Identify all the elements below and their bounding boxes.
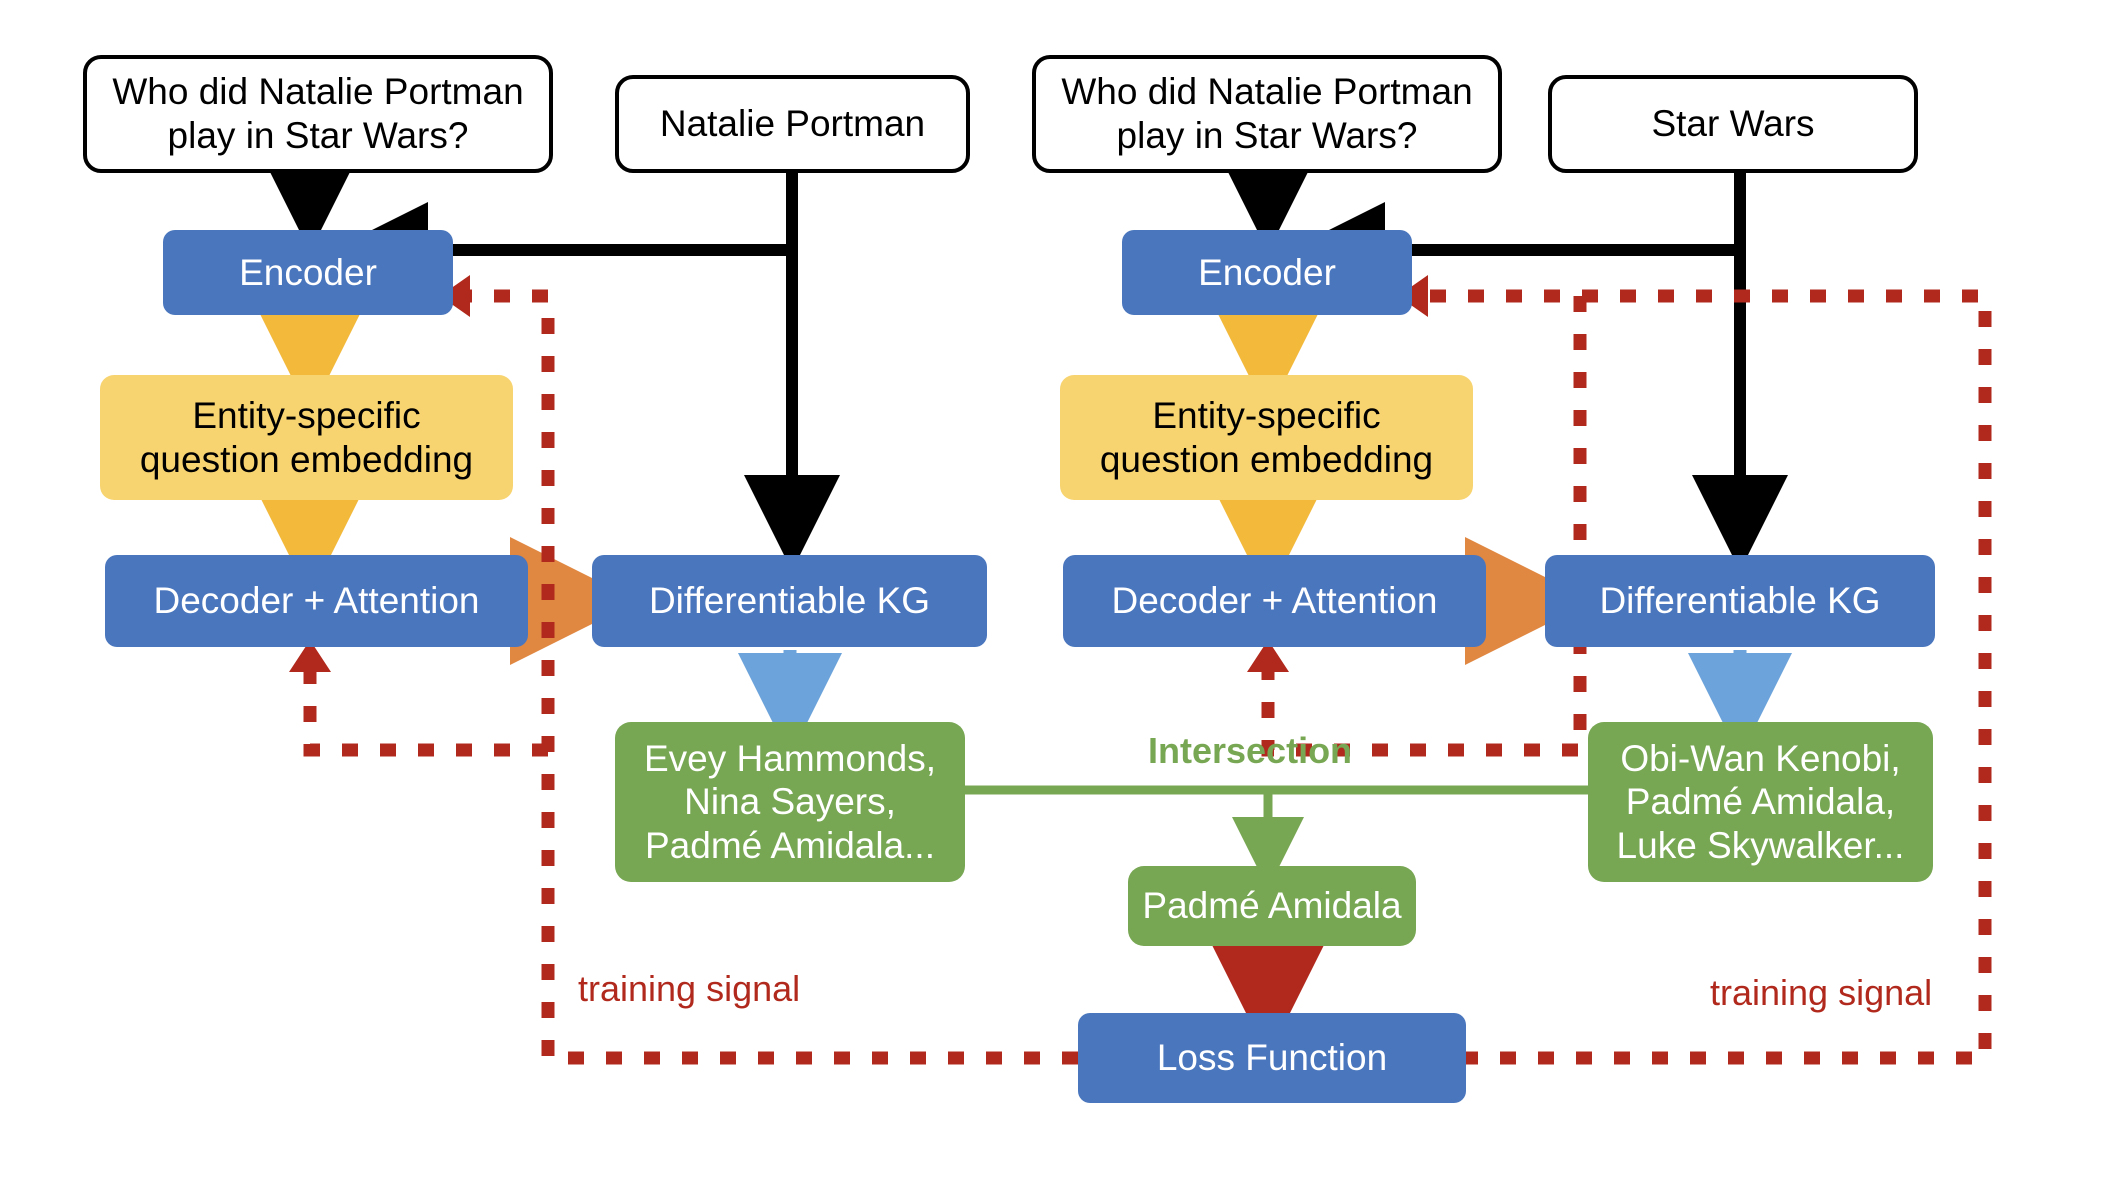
right-embedding-box[interactable]: Entity-specific question embedding [1060, 375, 1473, 500]
right-answers-text: Obi-Wan Kenobi, Padmé Amidala, Luke Skyw… [1616, 737, 1905, 866]
left-encoder-label: Encoder [239, 251, 377, 293]
left-decoder-box[interactable]: Decoder + Attention [105, 555, 528, 647]
left-question-box[interactable]: Who did Natalie Portman play in Star War… [83, 55, 553, 173]
left-entity-box[interactable]: Natalie Portman [615, 75, 970, 173]
right-entity-box[interactable]: Star Wars [1548, 75, 1918, 173]
left-training-signal-text: training signal [578, 968, 801, 1009]
intersection-result-box[interactable]: Padmé Amidala [1128, 866, 1416, 946]
right-encoder-box[interactable]: Encoder [1122, 230, 1412, 315]
left-kg-label: Differentiable KG [648, 580, 931, 622]
right-embedding-label: Entity-specific question embedding [1099, 394, 1434, 480]
loss-function-box[interactable]: Loss Function [1078, 1013, 1466, 1103]
right-training-signal-text: training signal [1710, 972, 1933, 1013]
right-question-box[interactable]: Who did Natalie Portman play in Star War… [1032, 55, 1502, 173]
left-answers-box[interactable]: Evey Hammonds, Nina Sayers, Padmé Amidal… [615, 722, 965, 882]
right-answers-box[interactable]: Obi-Wan Kenobi, Padmé Amidala, Luke Skyw… [1588, 722, 1933, 882]
intersection-label: Intersection [1148, 730, 1352, 772]
left-decoder-label: Decoder + Attention [153, 580, 480, 622]
left-kg-box[interactable]: Differentiable KG [592, 555, 987, 647]
left-question-text: Who did Natalie Portman play in Star War… [112, 71, 524, 156]
right-kg-label: Differentiable KG [1599, 580, 1881, 622]
right-question-text: Who did Natalie Portman play in Star War… [1061, 71, 1473, 156]
left-training-signal-label: training signal [578, 968, 800, 1010]
right-entity-text: Star Wars [1651, 103, 1815, 145]
right-decoder-box[interactable]: Decoder + Attention [1063, 555, 1486, 647]
right-decoder-label: Decoder + Attention [1111, 580, 1438, 622]
edge-intersection-bar [965, 785, 1588, 889]
right-kg-box[interactable]: Differentiable KG [1545, 555, 1935, 647]
intersection-result-text: Padmé Amidala [1142, 885, 1402, 927]
right-training-signal-label: training signal [1710, 972, 1932, 1014]
left-embedding-label: Entity-specific question embedding [139, 394, 474, 480]
right-encoder-label: Encoder [1198, 251, 1336, 293]
intersection-label-text: Intersection [1148, 730, 1353, 771]
left-entity-text: Natalie Portman [659, 103, 926, 145]
left-embedding-box[interactable]: Entity-specific question embedding [100, 375, 513, 500]
left-answers-text: Evey Hammonds, Nina Sayers, Padmé Amidal… [644, 737, 936, 866]
left-encoder-box[interactable]: Encoder [163, 230, 453, 315]
loss-function-label: Loss Function [1156, 1037, 1388, 1079]
